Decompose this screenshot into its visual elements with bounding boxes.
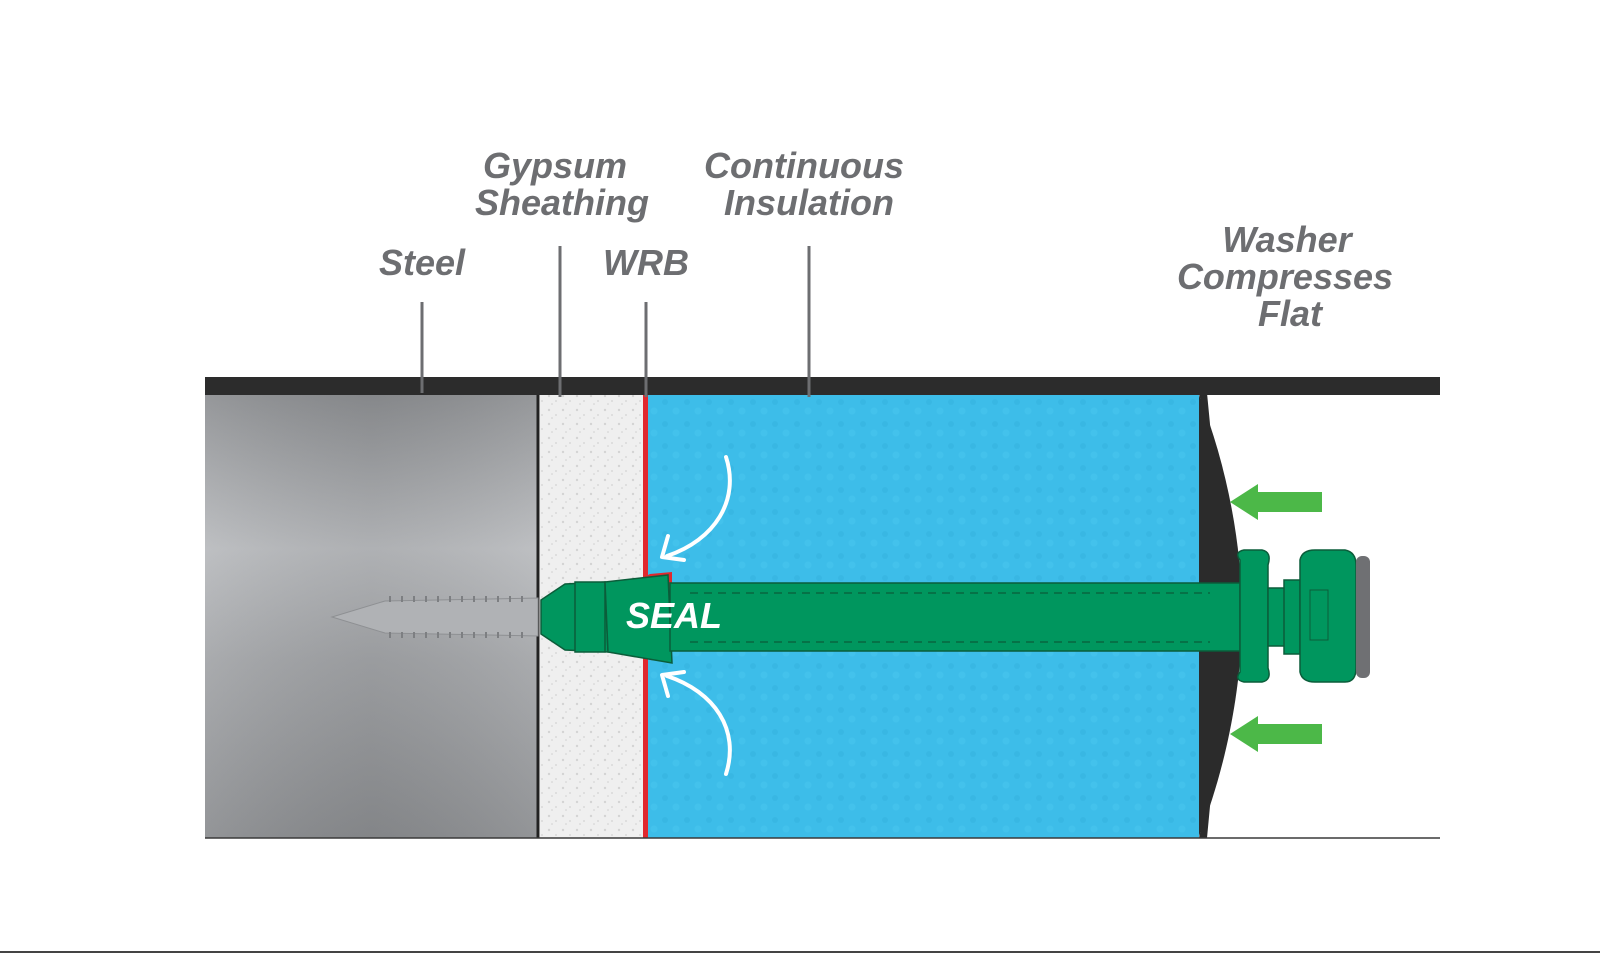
compression-arrows xyxy=(1230,484,1322,752)
washer-label: Washer Compresses Flat xyxy=(1177,219,1403,334)
seal-label: SEAL xyxy=(626,595,722,636)
top-bar xyxy=(205,377,1440,395)
gypsum-label: Gypsum Sheathing xyxy=(475,145,649,223)
washer-label-line1: Washer xyxy=(1222,219,1353,260)
compression-arrow-top xyxy=(1230,484,1322,520)
wrb-label: WRB xyxy=(603,242,689,283)
insulation-label-line1: Continuous xyxy=(704,145,904,186)
seal-arrows xyxy=(660,455,732,776)
insulation-label: Continuous Insulation xyxy=(704,145,914,223)
screw-tip xyxy=(330,596,539,638)
steel-label: Steel xyxy=(379,242,466,283)
fastener-end-washer xyxy=(1356,556,1370,678)
fastener xyxy=(540,549,1370,683)
seal-arrow-bottom xyxy=(665,674,732,776)
gypsum-label-line1: Gypsum xyxy=(483,145,627,186)
insulation-label-line2: Insulation xyxy=(724,182,894,223)
leader-lines xyxy=(420,246,811,397)
compression-arrow-bottom xyxy=(1230,716,1322,752)
fastener-head-collar xyxy=(1237,549,1270,683)
fastener-shaft xyxy=(669,582,1241,652)
gypsum-label-line2: Sheathing xyxy=(475,182,649,223)
fastener-sleeve xyxy=(604,574,673,664)
washer-label-line2: Compresses xyxy=(1177,256,1393,297)
seal-arrow-top xyxy=(665,455,732,558)
washer-label-line3: Flat xyxy=(1258,293,1324,334)
